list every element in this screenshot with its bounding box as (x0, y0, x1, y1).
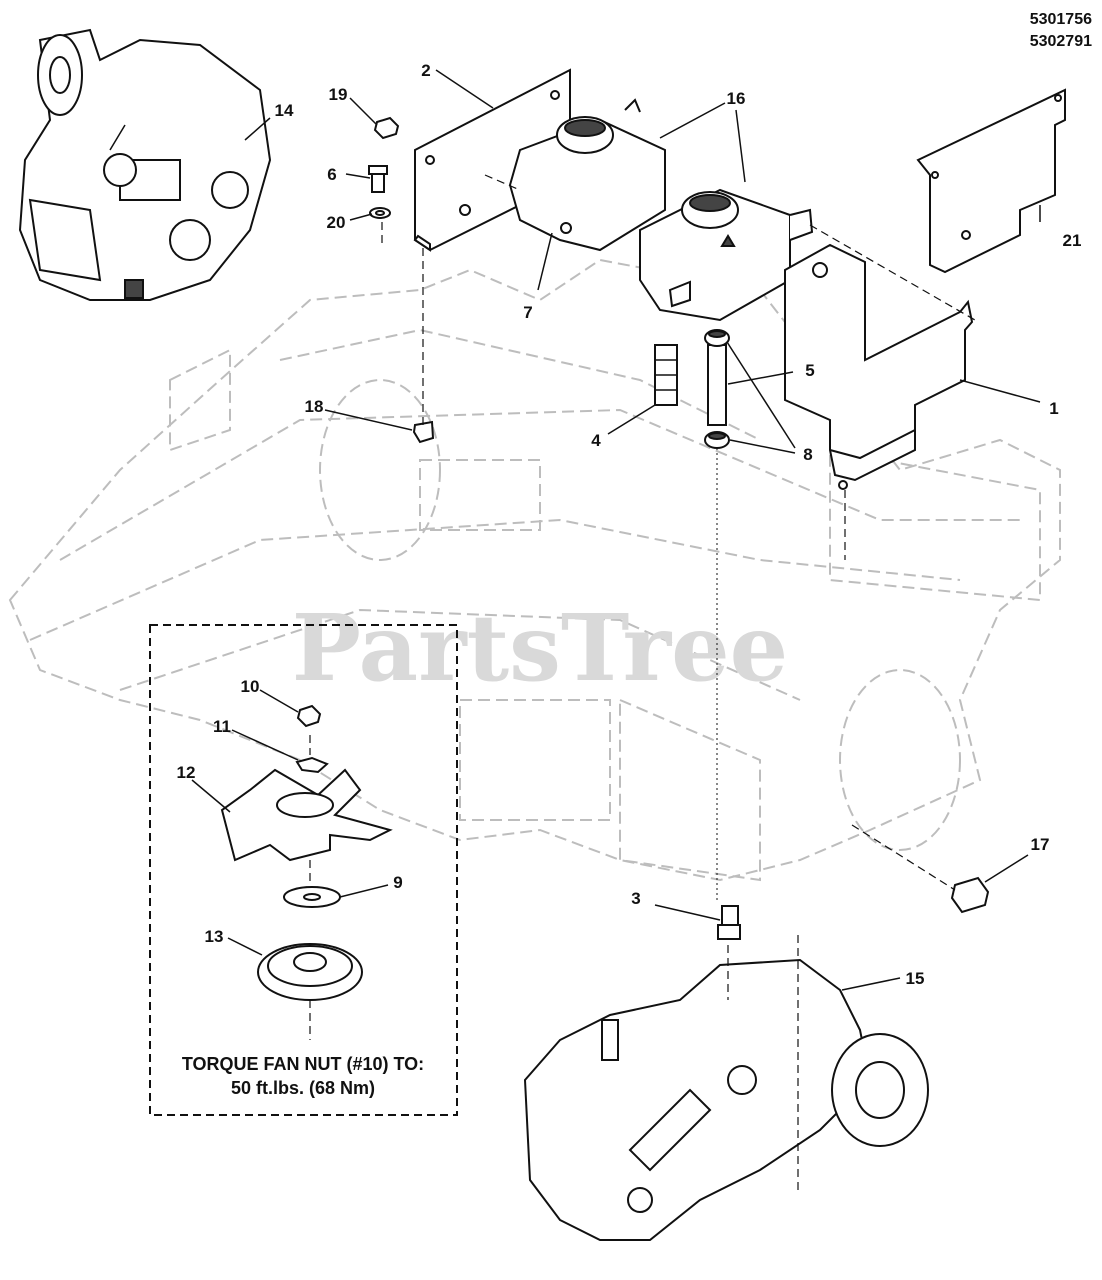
callout-19: 19 (329, 85, 348, 104)
part-16-reservoir-right (639, 188, 814, 322)
part-8-clamp-top (704, 329, 730, 347)
part-8-clamp-bottom (704, 431, 730, 449)
part-13-pulley (257, 943, 363, 1001)
callout-15: 15 (906, 969, 925, 988)
part-14-transaxle-left (18, 28, 272, 301)
callout-16: 16 (727, 89, 746, 108)
callout-8-a: 8 (803, 445, 812, 464)
callout-14: 14 (275, 101, 294, 120)
callout-5: 5 (805, 361, 814, 380)
part-20-washer (369, 207, 391, 219)
callout-3: 3 (631, 889, 640, 908)
part-1-bracket (784, 243, 974, 490)
part-5-hose (707, 344, 727, 426)
part-19-nut (373, 116, 400, 140)
assembly-lines (309, 174, 976, 1195)
part-3-fitting (717, 905, 741, 940)
part-number-2: 5302791 (1030, 33, 1092, 50)
callout-18: 18 (305, 397, 324, 416)
callout-4: 4 (591, 431, 601, 450)
part-12-fan (220, 768, 393, 862)
callout-13: 13 (205, 927, 224, 946)
part-18-grommet (412, 420, 435, 444)
part-9-plate (283, 886, 341, 908)
part-10-fan-nut (296, 704, 322, 728)
callout-1: 1 (1049, 399, 1058, 418)
callout-11: 11 (213, 717, 231, 736)
callout-20: 20 (327, 213, 346, 232)
torque-note-line-1: TORQUE FAN NUT (#10) TO: (182, 1054, 424, 1074)
part-16-reservoir-left (508, 98, 666, 252)
callout-2: 2 (421, 61, 430, 80)
part-number-1: 5301756 (1030, 11, 1092, 28)
part-15-transaxle-right (523, 958, 929, 1241)
callout-9: 9 (393, 873, 402, 892)
leader-lines (191, 69, 1041, 991)
part-21-bracket (916, 88, 1066, 274)
callout-12: 12 (177, 763, 196, 782)
callout-6: 6 (327, 165, 336, 184)
torque-note-line-2: 50 ft.lbs. (68 Nm) (231, 1078, 375, 1098)
watermark: PartsTree (292, 594, 788, 702)
part-6-bolt (368, 165, 388, 193)
callout-7: 7 (523, 303, 532, 322)
part-4-fitting (654, 344, 678, 406)
callout-10: 10 (241, 677, 260, 696)
part-11-washer (295, 756, 329, 774)
callout-17: 17 (1031, 835, 1050, 854)
part-17-bolt (950, 876, 990, 914)
callout-21: 21 (1063, 231, 1082, 250)
inset-fan-assembly-box (149, 624, 458, 1116)
